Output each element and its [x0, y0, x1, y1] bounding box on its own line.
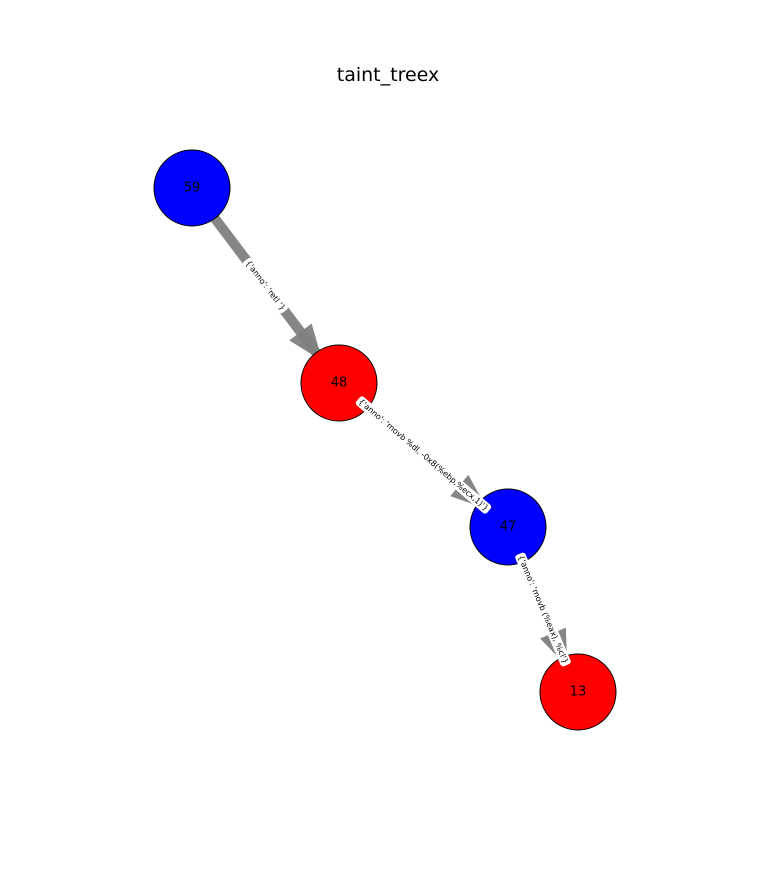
edge-label-background	[355, 396, 492, 514]
node-59	[153, 149, 231, 227]
node-label-59: 59	[184, 181, 201, 196]
node-13	[539, 653, 617, 731]
diagram-title: taint_treex	[337, 64, 440, 86]
edge-label-group-59-48: {'anno': 'retl '}	[243, 257, 288, 314]
node-label-13: 13	[570, 685, 587, 700]
edge-label: {'anno': 'movb (%eax), %cl'}	[516, 554, 570, 665]
edge-label-background	[515, 552, 571, 667]
node-label-47: 47	[500, 520, 517, 535]
edge-label-background	[243, 257, 288, 314]
edge-label: {'anno': 'retl '}	[244, 259, 287, 312]
nodes-layer: 59 48 47 13	[153, 149, 617, 731]
edge-label: {'anno': 'movb %dl, -0x8(%ebp,%ecx,1)'}	[357, 397, 491, 513]
edge-label-group-48-47: {'anno': 'movb %dl, -0x8(%ebp,%ecx,1)'}	[355, 396, 492, 514]
node-label-48: 48	[331, 376, 348, 391]
arrowhead-59-48	[289, 323, 320, 356]
edge-label-group-47-13: {'anno': 'movb (%eax), %cl'}	[515, 552, 571, 667]
